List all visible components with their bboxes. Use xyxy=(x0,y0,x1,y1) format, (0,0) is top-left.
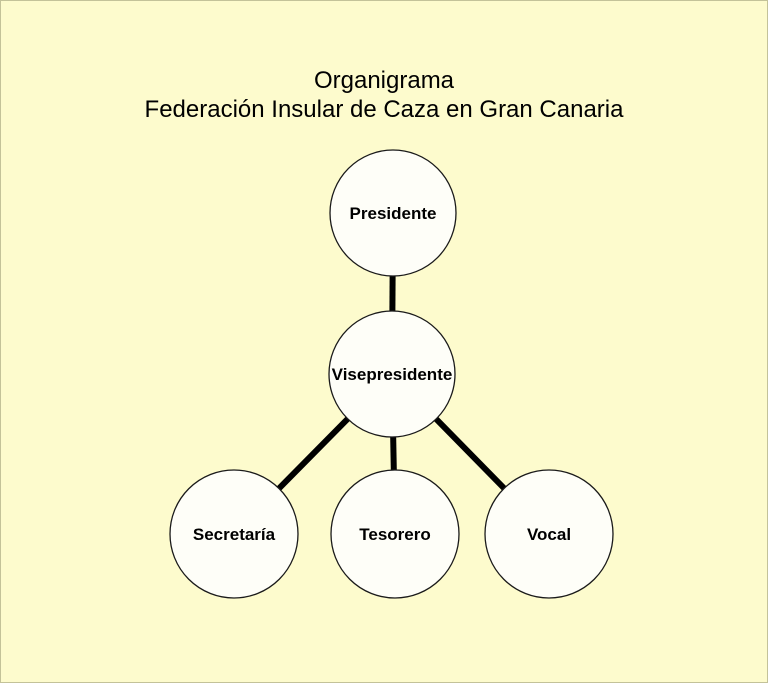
page-title: Organigrama Federación Insular de Caza e… xyxy=(0,66,768,124)
node-label-visepresidente: Visepresidente xyxy=(332,365,453,384)
node-label-vocal: Vocal xyxy=(527,525,571,544)
node-circle-secretaria xyxy=(169,469,299,599)
node-vocal: Vocal xyxy=(484,469,614,599)
node-label-tesorero: Tesorero xyxy=(359,525,431,544)
node-secretaria: Secretaría xyxy=(169,469,299,599)
node-circle-tesorero xyxy=(330,469,460,599)
title-line-1: Organigrama xyxy=(313,67,455,94)
node-tesorero: Tesorero xyxy=(330,469,460,599)
node-circle-visepresidente xyxy=(328,310,456,438)
node-circle-presidente xyxy=(329,149,457,277)
node-label-secretaria: Secretaría xyxy=(193,525,276,544)
title-line-2: Federación Insular de Caza en Gran Canar… xyxy=(144,96,624,123)
node-label-presidente: Presidente xyxy=(350,204,437,223)
node-circle-vocal xyxy=(484,469,614,599)
node-visepresidente: Visepresidente xyxy=(328,310,456,438)
node-presidente: Presidente xyxy=(329,149,457,277)
